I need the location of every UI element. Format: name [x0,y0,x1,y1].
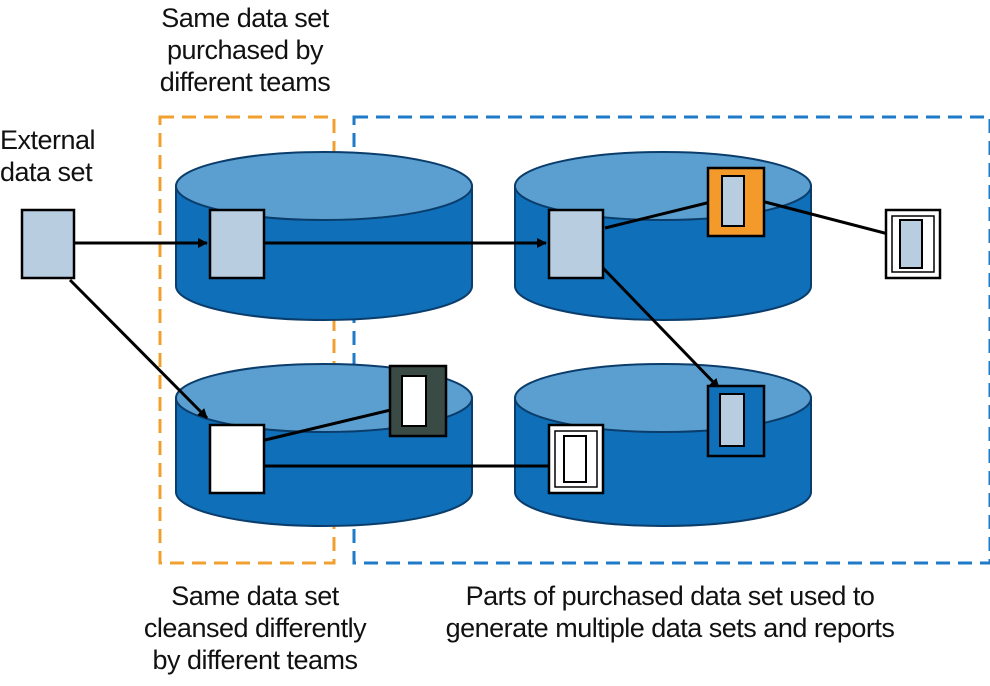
external-data-set-label: External data set [0,125,96,187]
report-doc [884,208,942,280]
dark-green-doc [388,364,448,438]
arrows [68,197,897,471]
bottom-left-cleansed-doc [208,423,266,495]
bottom-blue-label: Parts of purchased data set used to gene… [445,581,895,643]
arrow-top-right-to-orange-doc [604,197,720,230]
bottom-right-dark-doc [706,384,766,458]
orange-dashed-group [158,115,336,565]
bottom-orange-label: Same data set cleansed differently by di… [143,581,367,675]
blue-dashed-group [352,115,990,565]
top-orange-label: Same data set purchased by different tea… [159,3,331,97]
arrow-top-right-to-bottom-right-doc [601,266,721,390]
top-right-data-doc [547,208,605,280]
arrow-external-to-bottom-left [68,278,209,420]
orange-derived-doc [706,166,766,238]
arrow-bottom-left-to-dark-doc [264,405,400,442]
top-left-data-doc [208,208,266,280]
external-data-doc [20,208,76,280]
arrow-orange-doc-to-report [764,200,897,239]
bottom-right-white-doc [547,423,605,495]
